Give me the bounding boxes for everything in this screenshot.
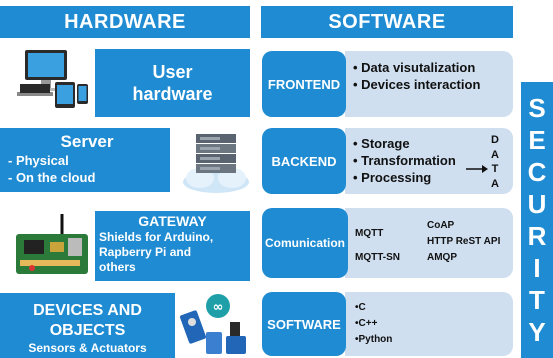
svg-text:∞: ∞ xyxy=(213,300,224,315)
security-letter-r: R xyxy=(527,220,547,251)
security-letter-c: C xyxy=(527,156,547,187)
frontend-item-visualization: • Data visutalization xyxy=(353,60,476,75)
protocol-mqtt-sn: MQTT-SN xyxy=(355,252,400,263)
lang-c: •C xyxy=(355,302,366,313)
software-header: SOFTWARE xyxy=(261,6,513,38)
gateway-line2: Rapberry Pi and xyxy=(99,245,192,259)
server-box: Server - Physical - On the cloud xyxy=(0,128,170,192)
software-label: SOFTWARE xyxy=(262,292,346,356)
devices-line2: OBJECTS xyxy=(49,322,126,339)
communication-col1: MQTT MQTT-SN xyxy=(355,226,400,266)
server-title: Server xyxy=(60,132,114,151)
hardware-header: HARDWARE xyxy=(0,6,250,38)
frontend-label: FRONTEND xyxy=(262,51,346,117)
security-letter-t: T xyxy=(529,284,545,315)
gateway-title: GATEWAY xyxy=(138,213,207,229)
data-letter-d: D xyxy=(491,134,499,146)
backend-item-storage: • Storage xyxy=(353,136,410,151)
security-letter-y: Y xyxy=(528,316,546,347)
gateway-box: GATEWAY Shields for Arduino, Rapberry Pi… xyxy=(95,211,250,281)
lang-cpp: •C++ xyxy=(355,318,378,329)
protocol-coap: CoAP xyxy=(427,220,455,231)
communication-details-box: MQTT MQTT-SN CoAP HTTP ReST API AMQP xyxy=(345,208,513,278)
communication-label: Comunication xyxy=(262,208,348,278)
backend-details-box: • Storage • Transformation • Processing xyxy=(345,128,513,194)
security-letter-s: S xyxy=(528,92,546,123)
software-details-box: •C •C++ •Python xyxy=(345,292,513,356)
data-letter-a1: A xyxy=(491,148,499,161)
gateway-board-icon xyxy=(10,212,92,282)
protocol-mqtt: MQTT xyxy=(355,228,384,239)
gateway-line1: Shields for Arduino, xyxy=(99,230,214,244)
protocol-http-rest: HTTP ReST API xyxy=(427,236,501,247)
devices-line1: DEVICES AND xyxy=(33,302,142,319)
backend-arrow xyxy=(466,160,488,173)
frontend-item-interaction: • Devices interaction xyxy=(353,77,481,92)
devices-box: DEVICES AND OBJECTS Sensors & Actuators xyxy=(0,293,175,358)
backend-label: BACKEND xyxy=(262,128,346,194)
server-item-cloud: - On the cloud xyxy=(8,170,96,185)
user-devices-icon xyxy=(15,48,90,110)
server-item-physical: - Physical xyxy=(8,153,69,168)
user-hardware-line1: User xyxy=(152,62,193,82)
lang-python: •Python xyxy=(355,334,393,345)
security-letter-e: E xyxy=(528,124,546,155)
devices-line3: Sensors & Actuators xyxy=(28,341,147,355)
backend-item-transformation: • Transformation xyxy=(353,153,456,168)
user-hardware-box: User hardware xyxy=(95,49,250,117)
data-letter-a2: A xyxy=(491,177,499,190)
gateway-line3: others xyxy=(99,260,136,274)
protocol-amqp: AMQP xyxy=(427,252,457,263)
backend-item-processing: • Processing xyxy=(353,170,432,185)
data-letter-t: T xyxy=(491,163,499,176)
security-letter-u: U xyxy=(527,188,547,219)
user-hardware-line2: hardware xyxy=(132,84,213,104)
server-cloud-icon xyxy=(180,130,252,196)
sensors-icon: ∞ xyxy=(179,292,252,356)
communication-col2: CoAP HTTP ReST API AMQP xyxy=(427,218,500,266)
security-letter-i: I xyxy=(533,252,541,283)
security-bar: S E C U R I T Y xyxy=(521,82,553,358)
frontend-details-box: • Data visutalization • Devices interact… xyxy=(345,51,513,117)
data-vertical-label: D A T A xyxy=(488,134,502,190)
